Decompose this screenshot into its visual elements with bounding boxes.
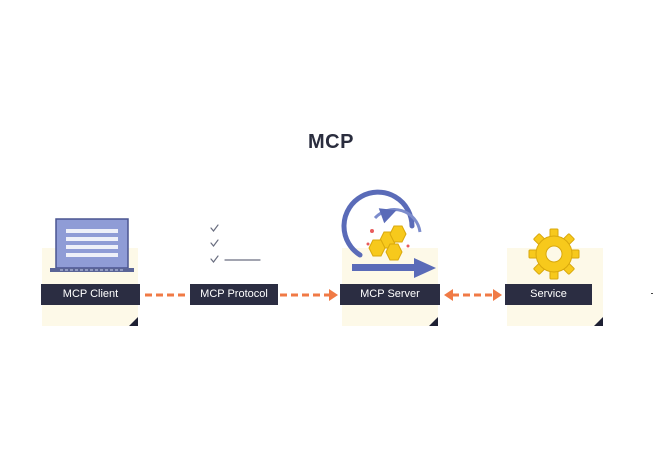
client-card-fold xyxy=(129,317,138,326)
stray-mark xyxy=(651,293,653,294)
arrow-protocol-server xyxy=(280,289,338,301)
diagram-title: MCP xyxy=(308,131,354,153)
service-card-fold xyxy=(594,317,603,326)
server-label: MCP Server xyxy=(340,284,440,305)
service-label: Service xyxy=(505,284,592,305)
arrow-server-service xyxy=(444,289,502,301)
server-card-fold xyxy=(429,317,438,326)
protocol-label: MCP Protocol xyxy=(190,284,278,305)
checklist-icon xyxy=(210,224,261,263)
hexagon-cycle-icon xyxy=(341,189,436,278)
gear-icon xyxy=(528,228,580,280)
client-label: MCP Client xyxy=(41,284,140,305)
laptop-icon xyxy=(50,218,134,272)
